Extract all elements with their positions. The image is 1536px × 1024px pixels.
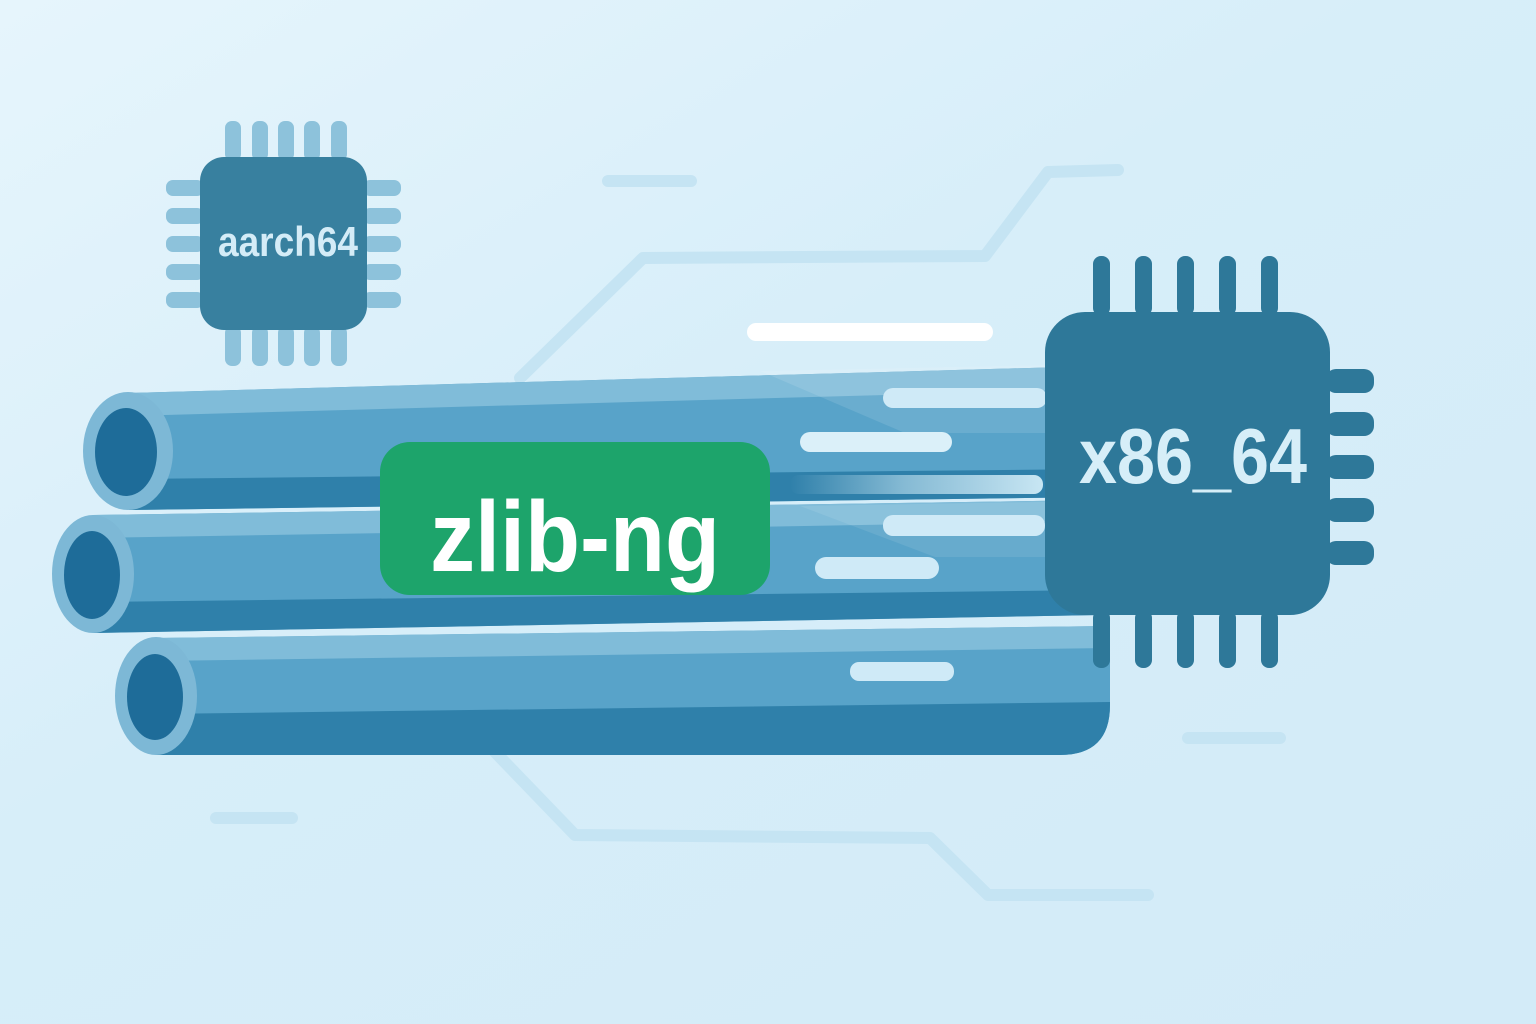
chip-pin	[166, 236, 204, 252]
chip-pin	[1326, 369, 1374, 393]
chip-pin	[363, 236, 401, 252]
pipe-shadow	[93, 590, 1100, 633]
chip-pin	[1093, 256, 1110, 316]
chip-pin	[1261, 610, 1278, 668]
chip-pin	[1177, 256, 1194, 316]
circuit-traces	[210, 164, 1286, 901]
chip-pin	[304, 121, 320, 161]
chip-pin	[225, 121, 241, 161]
speed-line	[815, 557, 939, 579]
chip-pin	[1261, 256, 1278, 316]
chip-body	[1045, 312, 1330, 615]
chip-pin	[278, 121, 294, 161]
chip-pin	[363, 292, 401, 308]
speed-lines	[747, 323, 1047, 681]
speed-line	[800, 432, 952, 452]
chip-pin	[363, 264, 401, 280]
chip-pin	[1326, 455, 1374, 479]
pipe-top	[83, 366, 1100, 510]
chip-pin	[1135, 610, 1152, 668]
speed-line-white	[747, 323, 993, 341]
chip-pin	[225, 326, 241, 366]
chip-pin	[1219, 256, 1236, 316]
pipe-shadow	[156, 702, 1110, 755]
speed-line-faded	[790, 475, 1043, 494]
chip-label: x86_64	[1079, 412, 1307, 500]
pipe-end-bore	[127, 654, 183, 740]
chip-pin	[331, 326, 347, 366]
chip-pin	[1093, 610, 1110, 668]
chip-pin	[1219, 610, 1236, 668]
chip-pin	[1177, 610, 1194, 668]
chip-body	[200, 157, 367, 330]
speed-line	[850, 662, 954, 681]
speed-line	[883, 388, 1047, 408]
pipe-end-bore	[64, 531, 120, 619]
chip-pins	[166, 121, 401, 366]
chip-label: aarch64	[218, 218, 359, 265]
chip-pin	[166, 292, 204, 308]
aarch64-chip-icon: aarch64	[166, 121, 401, 366]
circuit-trace-bottom	[489, 746, 1154, 901]
speed-line	[883, 515, 1045, 536]
pipe-highlight	[129, 366, 1100, 416]
circuit-trace-top	[514, 164, 1124, 384]
chip-pin	[363, 180, 401, 196]
chip-pin	[166, 208, 204, 224]
chip-pin	[166, 264, 204, 280]
chip-pin	[166, 180, 204, 196]
chip-pin	[252, 326, 268, 366]
chip-pin	[1326, 541, 1374, 565]
chip-pin	[278, 326, 294, 366]
chip-pin	[1326, 412, 1374, 436]
pipe-highlight	[156, 626, 1110, 661]
pipe-bottom	[115, 626, 1110, 755]
chip-pin	[252, 121, 268, 161]
chip-pin	[1326, 498, 1374, 522]
badge-label: zlib-ng	[430, 481, 720, 593]
chip-pin	[363, 208, 401, 224]
pipe-end-bore	[95, 408, 157, 496]
chip-pin	[331, 121, 347, 161]
x86-64-chip-icon: x86_64	[1045, 256, 1374, 668]
chip-pin	[1135, 256, 1152, 316]
zlib-ng-badge: zlib-ng	[380, 442, 770, 595]
badge-background	[380, 442, 770, 595]
chip-pin	[304, 326, 320, 366]
